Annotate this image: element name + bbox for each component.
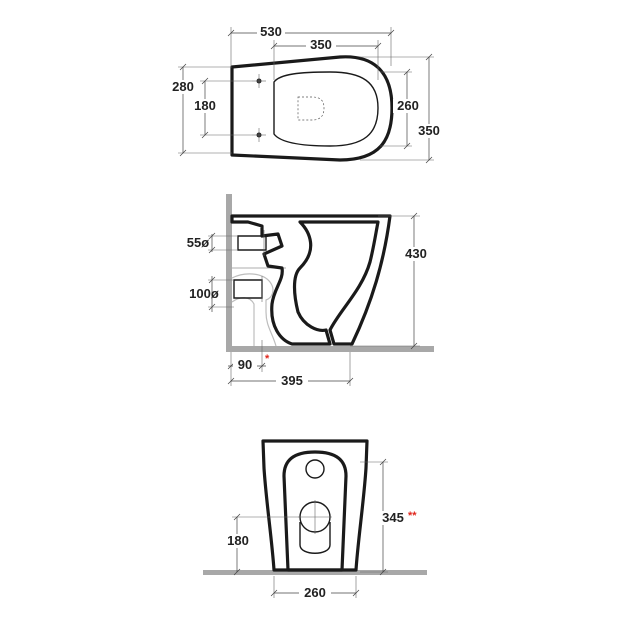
dim-rear-height: 345 [382, 510, 404, 525]
dim-base-width: 260 [304, 585, 326, 600]
dim-height: 430 [405, 246, 427, 261]
dim-fixing-spacing: 180 [194, 98, 216, 113]
dim-outlet-diameter: 100ø [189, 286, 219, 301]
outlet-pipe [233, 279, 263, 299]
rear-inlet [305, 459, 325, 479]
note-outlet-offset: * [265, 353, 270, 365]
side-view: 430 55ø 100ø 90 * 395 [187, 194, 434, 388]
floor [226, 346, 434, 352]
dim-outlet-height: 180 [227, 533, 249, 548]
dim-inner-depth: 260 [397, 98, 419, 113]
dim-overall-width: 530 [260, 24, 282, 39]
rear-view: 345 ** 180 260 [203, 439, 427, 600]
dim-overall-depth: 280 [172, 79, 194, 94]
rear-panel [282, 450, 348, 572]
dim-inlet-diameter: 55ø [187, 235, 209, 250]
dim-depth-to-outlet: 395 [281, 373, 303, 388]
bowl-top-opening [273, 71, 379, 147]
bowl-side-outline [230, 214, 392, 346]
top-view: 530 350 280 180 260 [167, 24, 445, 164]
dim-outer-depth: 350 [418, 123, 440, 138]
inlet-pipe [237, 235, 267, 251]
dim-outlet-offset: 90 [238, 357, 252, 372]
bowl-rear-outline [261, 439, 369, 572]
trap-ghost [231, 273, 277, 347]
bowl-top-outline [230, 55, 394, 162]
floor-rear [203, 570, 427, 575]
dim-seat-width: 350 [310, 37, 332, 52]
wall [226, 194, 232, 352]
seat-outline-dashed [297, 96, 325, 121]
note-rear-height: ** [408, 510, 417, 522]
